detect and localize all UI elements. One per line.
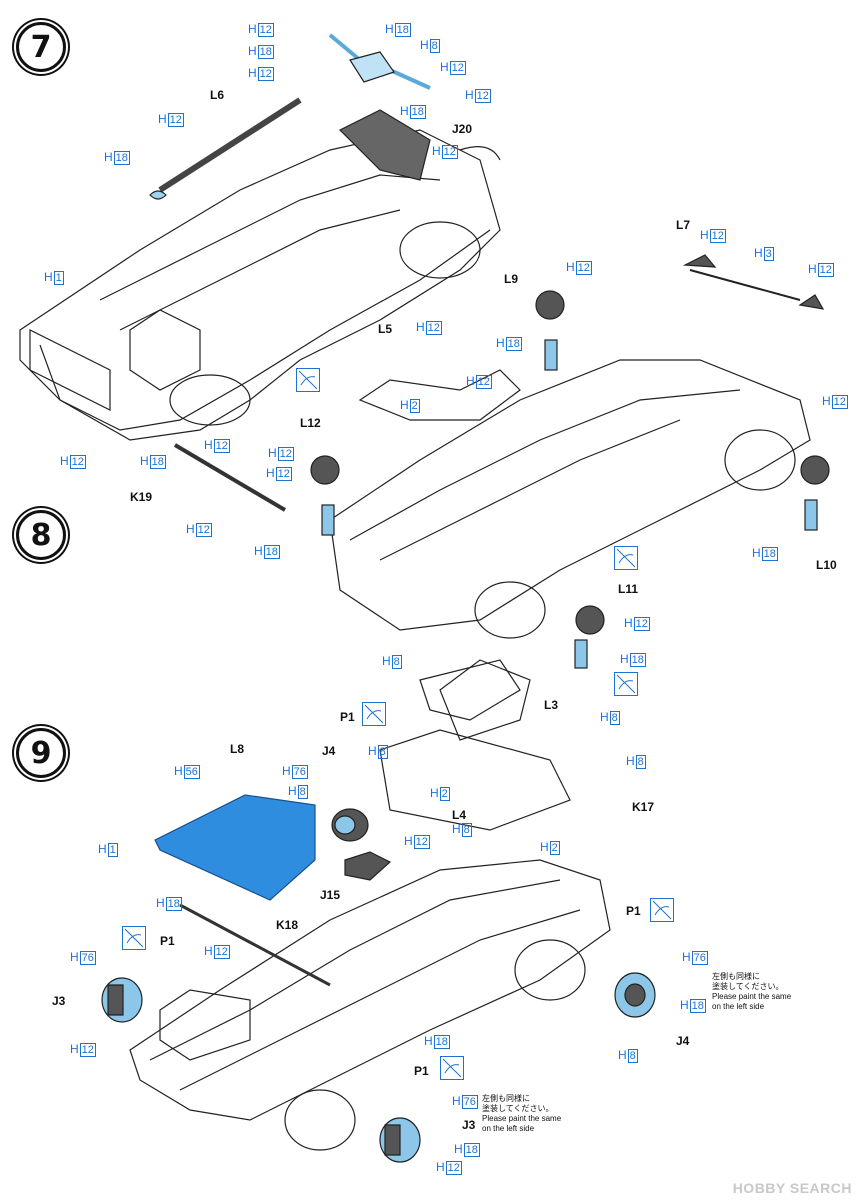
step-7-badge: 7 [16,22,66,72]
step9-part-j15: J15 [320,888,341,902]
step8-part-l7: L7 [676,218,691,232]
step9-part-p1-a: P1 [340,710,355,724]
step9-part-j4-b: J4 [676,1034,690,1048]
step9-chassis-drawing [101,659,656,1163]
step7-part-l6: L6 [210,88,225,102]
no-glue-icon [650,898,674,922]
step9-part-k17: K17 [632,800,655,814]
step-7-number: 7 [30,29,52,65]
watermark-logo: HOBBY SEARCH [732,1180,852,1196]
step8-part-l12: L12 [300,416,321,430]
no-glue-icon [362,702,386,726]
no-glue-icon [122,926,146,950]
step9-part-p1-c: P1 [160,934,175,948]
step8-part-l9: L9 [504,272,519,286]
step9-part-j4-a: J4 [322,744,336,758]
step7-part-j20: J20 [452,122,473,136]
step9-part-l4: L4 [452,808,467,822]
no-glue-icon [296,368,320,392]
step9-part-j3-a: J3 [52,994,66,1008]
step9-part-j3-b: J3 [462,1118,476,1132]
step-8-badge: 8 [16,510,66,560]
step8-part-k19: K19 [130,490,153,504]
step9-part-p1-d: P1 [414,1064,429,1078]
no-glue-icon [440,1056,464,1080]
no-glue-icon [614,672,638,696]
step9-part-l8: L8 [230,742,245,756]
step7-chassis-drawing [19,33,501,441]
step-9-badge: 9 [16,728,66,778]
step8-part-l5: L5 [378,322,393,336]
step-9-number: 9 [30,735,52,771]
step8-part-l10: L10 [816,558,837,572]
step8-chassis-drawing [173,254,830,741]
step8-part-l3: L3 [544,698,559,712]
step8-part-l11: L11 [618,582,639,596]
step9-part-k18: K18 [276,918,299,932]
step-8-number: 8 [30,517,52,553]
no-glue-icon [614,546,638,570]
step9-part-p1-b: P1 [626,904,641,918]
